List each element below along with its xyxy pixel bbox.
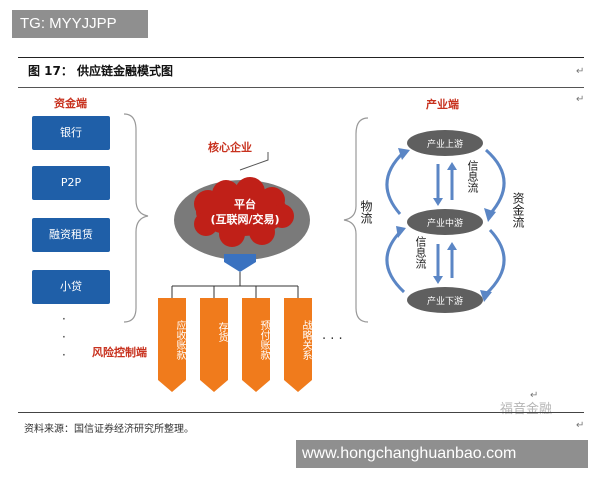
logistics-label: 物流 [359,200,373,224]
industry-side-label: 产业端 [426,98,459,111]
info-flow-label-upper: 信息流 [466,160,479,193]
left-brace [123,113,149,323]
ellipsis-dot: · [62,348,66,362]
mid-rule [18,87,584,88]
platform-cloud [194,177,294,247]
ellipsis-dot: · [62,330,66,344]
risk-item-strategic: 战略关系 [300,320,311,360]
funds-side-label: 资金端 [54,97,87,110]
capital-flow-arrowheads [396,148,496,302]
core-leader-line [239,152,269,171]
funds-item-leasing: 融资租赁 [32,218,110,252]
info-arrows [433,162,457,284]
funds-item-microloan: 小贷 [32,270,110,304]
risk-arrow-receivables [158,298,186,392]
risk-arrow-strategic [284,298,312,392]
risk-item-prepayments: 预付账款 [258,320,269,360]
figure-title: 图 17： 供应链金融模式图 [28,64,174,78]
risk-item-receivables: 应收账款 [174,320,185,360]
source-tag: TG: MYYJJPP [12,10,148,38]
funds-item-bank: 银行 [32,116,110,150]
return-mark: ↵ [576,420,585,431]
capital-flow-label: 资金流 [511,192,525,228]
upstream-pill [407,130,483,156]
site-url: www.hongchanghuanbao.com [296,440,588,468]
return-mark: ↵ [576,94,585,105]
source-note: 资料来源：国信证券经济研究所整理。 [24,424,194,435]
upstream-label: 产业上游 [426,140,463,150]
info-flow-label-lower: 信息流 [414,236,427,269]
funds-item-p2p: P2P [32,166,110,200]
midstream-label: 产业中游 [426,219,463,229]
risk-arrow-inventory [200,298,228,392]
risk-item-inventory: 存货 [216,322,227,342]
watermark-text: 福音金融 [500,402,553,417]
risk-side-label: 风险控制端 [92,346,147,359]
platform-title: 平台 [234,198,256,211]
risk-more-ellipsis: · · · [322,332,343,347]
core-enterprise-label: 核心企业 [208,141,252,154]
risk-arrow-prepayments [242,298,270,392]
return-mark: ↵ [576,66,585,77]
right-brace [343,117,369,323]
downstream-label: 产业下游 [426,297,463,307]
downstream-pill [407,287,483,313]
bottom-rule [18,412,584,413]
ellipsis-dot: · [62,312,66,326]
platform-subtitle: (互联网/交易) [210,213,280,226]
midstream-pill [407,209,483,235]
top-rule [18,57,584,58]
capital-flow-arrows [385,148,506,296]
return-mark: ↵ [530,390,539,401]
platform-down-arrow [224,254,256,272]
